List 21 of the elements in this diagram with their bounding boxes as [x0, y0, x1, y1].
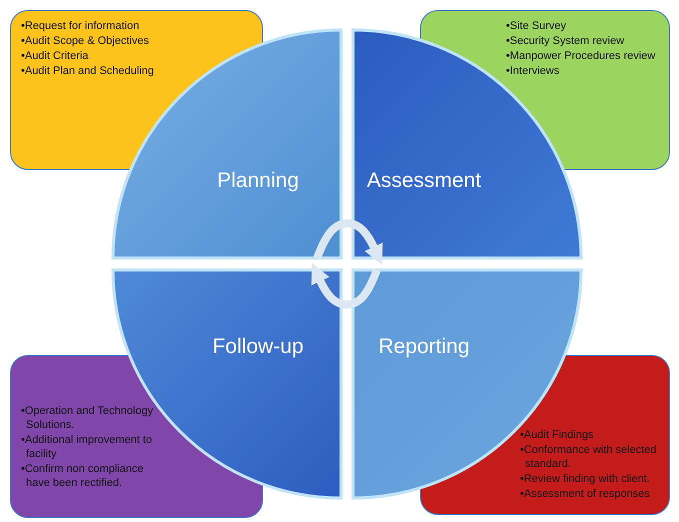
- bullet-text: •Audit Criteria: [21, 49, 90, 63]
- bullet-text: •Audit Findings: [520, 428, 595, 442]
- bullet-text: •Audit Scope & Objectives: [21, 34, 150, 48]
- cycle-arrow: [311, 263, 381, 309]
- cycle-arrow: [313, 219, 383, 265]
- bullet-text: •Review finding with client.: [520, 472, 651, 486]
- bullet-text: •Audit Plan and Scheduling: [21, 64, 155, 78]
- phase-label: Follow-up: [212, 335, 304, 359]
- phase-label: Assessment: [366, 169, 482, 193]
- bullet-text: •Site Survey: [506, 19, 568, 33]
- bullet-text: •Additional improvement to facility: [21, 433, 154, 461]
- phase-label: Planning: [217, 169, 299, 193]
- bullet-text: •Interviews: [506, 64, 560, 78]
- bullet-text: •Operation and Technology Solutions.: [21, 404, 154, 432]
- phase-label: Reporting: [378, 335, 470, 359]
- bullet-text: •Conformance with selected standard.: [520, 443, 658, 471]
- bullet-text: •Assessment of responses: [520, 487, 651, 501]
- bullet-text: •Manpower Procedures review: [506, 49, 656, 63]
- bullet-text: •Confirm non compliance have been rectified.: [21, 462, 144, 490]
- bullet-text: •Security System review: [506, 34, 626, 48]
- bullet-text: •Request for information: [21, 19, 140, 33]
